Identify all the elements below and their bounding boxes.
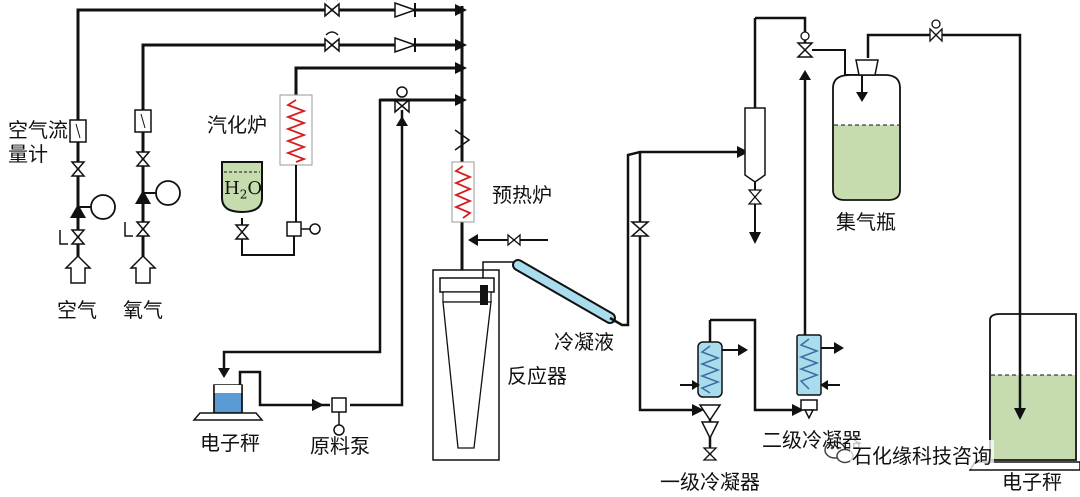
air-label: 空气 [57,298,97,322]
air-train [59,119,116,284]
gas-bottle-label: 集气瓶 [836,210,896,234]
preheater-label: 预热炉 [492,183,552,207]
oxygen-inlet-arrow-icon [129,254,157,284]
primary-condenser-icon [680,341,748,461]
vaporizer-label: 汽化炉 [207,113,267,137]
water-valve-icon [234,224,250,240]
top-valves [324,0,418,54]
air-valve-icon [324,0,340,18]
preheater-heater-coil-icon [453,165,473,219]
left-scale-icon [192,412,264,421]
reactor [432,261,520,461]
air-pressure-gauge-icon [90,194,116,220]
feed-top-valve-icon [394,86,410,114]
oxygen-train [124,109,181,284]
condensate-label: 冷凝液 [554,330,614,354]
separator [744,16,807,244]
feed-pump-icon [331,397,347,436]
air-flowmeter-label: 空气流量计 [8,118,68,166]
downcomer-arrows [455,4,467,106]
vaporizer [221,94,321,256]
vaporizer-box [279,94,313,166]
vaporizer-heater-coil-icon [285,99,307,163]
condenser-tube [512,150,745,327]
feed-pump-label: 原料泵 [310,434,370,458]
oxygen-pressure-gauge-icon [155,180,181,206]
water-tank-icon [221,161,263,214]
steam-pump-icon [286,221,302,237]
reactor-label: 反应器 [507,364,567,388]
oxygen-label: 氧气 [123,298,163,322]
right-scale-label: 电子秤 [1002,470,1062,494]
air-inlet-arrow-icon [64,254,92,284]
left-scale-label: 电子秤 [200,431,260,455]
preheater [451,129,475,223]
oxygen-check-valve-icon [394,36,418,54]
gas-three-way-valve-icon [796,42,814,58]
steam-line [294,66,462,95]
gas-feed-lines [76,6,464,455]
right-vessel [968,313,1080,471]
wechat-icon [824,441,854,464]
secondary-condenser-label: 二级冷凝器 [762,428,862,452]
air-regulator-icon [70,204,86,218]
oxygen-valve-icon [324,31,340,53]
watermark-text: 石化缘科技咨询 [850,440,994,469]
air-feed-line [76,8,462,283]
primary-condenser-label: 一级冷凝器 [660,470,760,494]
three-way-valve-icon [630,221,650,237]
condenser-train [638,75,807,460]
feed-pump-line [222,98,404,407]
side-inlet [468,233,548,247]
water-label: H2O [224,178,263,202]
feed-beaker-icon [213,384,243,414]
air-check-valve-icon [394,1,418,19]
gas-collection [796,19,1026,420]
secondary-condenser-icon [796,334,844,420]
air-needle-valve-icon [70,161,86,177]
